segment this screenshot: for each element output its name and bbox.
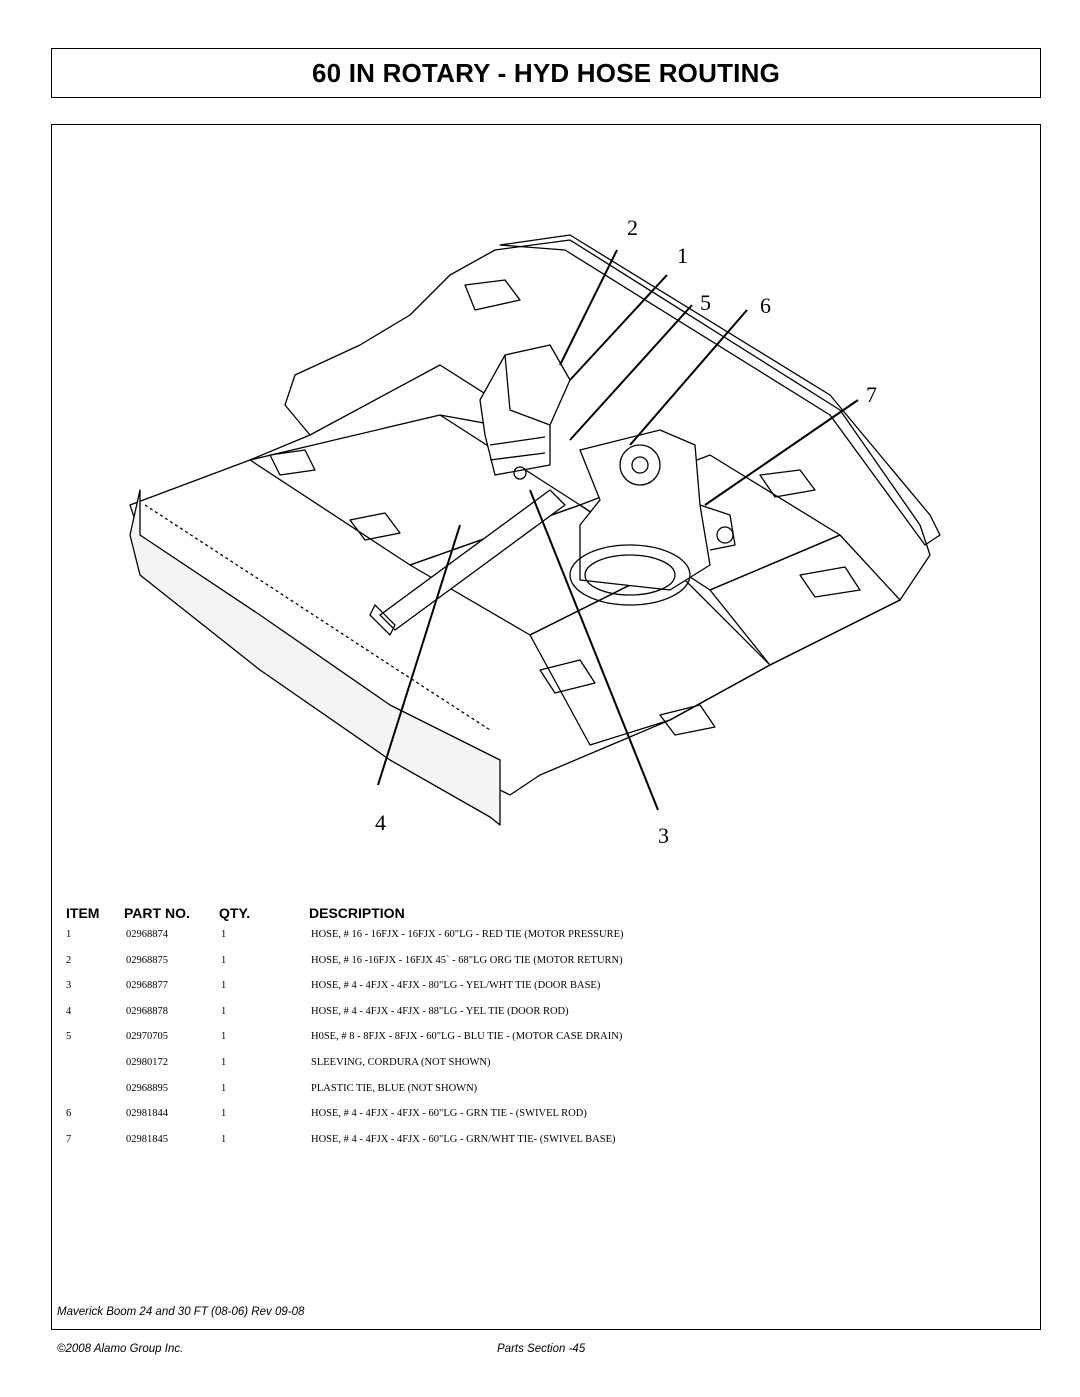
row-item: 4	[66, 1005, 72, 1017]
row-item: 5	[66, 1031, 72, 1043]
row-item: 6	[66, 1108, 72, 1120]
row-description: PLASTIC TIE, BLUE (NOT SHOWN)	[311, 1082, 478, 1094]
row-part-no: 02981844	[126, 1108, 168, 1120]
row-part-no: 02968878	[126, 1005, 168, 1017]
row-part-no: 02981845	[126, 1133, 168, 1145]
callout-5: 5	[700, 290, 711, 315]
table-row: 1 02968874 1 HOSE, # 16 - 16FJX - 16FJX …	[60, 925, 820, 951]
row-qty: 1	[221, 929, 227, 940]
row-description: SLEEVING, CORDURA (NOT SHOWN)	[311, 1056, 491, 1068]
vent	[464, 279, 521, 311]
callout-3: 3	[658, 823, 669, 848]
table-row: 7 02981845 1 HOSE, # 4 - 4FJX - 4FJX - 6…	[60, 1130, 820, 1156]
callout-2: 2	[627, 215, 638, 240]
parts-table: ITEM PART NO. QTY. DESCRIPTION 1 0296887…	[60, 905, 820, 1155]
title-box: 60 IN ROTARY - HYD HOSE ROUTING	[51, 48, 1041, 98]
row-description: H0SE, # 8 - 8FJX - 8FJX - 60"LG - BLU TI…	[311, 1031, 623, 1043]
page-number: Parts Section -45	[497, 1343, 586, 1355]
row-part-no: 02968877	[126, 980, 168, 992]
row-qty: 1	[221, 980, 227, 992]
callout-7: 7	[866, 382, 877, 407]
row-qty: 1	[221, 1082, 227, 1094]
row-item: 3	[66, 980, 72, 992]
table-row: 4 02968878 1 HOSE, # 4 - 4FJX - 4FJX - 8…	[60, 1002, 820, 1028]
row-part-no: 02968895	[126, 1082, 168, 1094]
header-description: DESCRIPTION	[309, 905, 405, 921]
copyright: ©2008 Alamo Group Inc.	[57, 1343, 184, 1355]
boom-arm	[379, 489, 566, 631]
table-row: 6 02981844 1 HOSE, # 4 - 4FJX - 4FJX - 6…	[60, 1104, 820, 1130]
table-header: ITEM PART NO. QTY. DESCRIPTION	[60, 905, 820, 925]
row-description: HOSE, # 16 -16FJX - 16FJX 45` - 68"LG OR…	[311, 954, 623, 966]
row-description: HOSE, # 4 - 4FJX - 4FJX - 88"LG - YEL TI…	[311, 1005, 569, 1017]
callout-labels: 2 1 5 6 7 4 3	[375, 215, 877, 848]
rear-rail	[499, 234, 941, 546]
table-row: 02980172 1 SLEEVING, CORDURA (NOT SHOWN)	[60, 1053, 820, 1079]
row-description: HOSE, # 4 - 4FJX - 4FJX - 60"LG - GRN/WH…	[311, 1133, 616, 1145]
table-row: 3 02968877 1 HOSE, # 4 - 4FJX - 4FJX - 8…	[60, 976, 820, 1002]
row-item: 7	[66, 1133, 72, 1145]
swivel-mount	[579, 429, 711, 591]
row-description: HOSE, # 4 - 4FJX - 4FJX - 80"LG - YEL/WH…	[311, 980, 601, 992]
row-part-no: 02970705	[126, 1031, 168, 1043]
row-qty: 1	[221, 1056, 227, 1068]
row-item: 2	[66, 954, 72, 966]
header-item: ITEM	[66, 905, 100, 921]
callout-4: 4	[375, 810, 386, 835]
table-row: 2 02968875 1 HOSE, # 16 -16FJX - 16FJX 4…	[60, 951, 820, 977]
content-box	[51, 124, 1041, 1330]
callout-6: 6	[760, 293, 771, 318]
front-flap	[129, 489, 501, 826]
page-title: 60 IN ROTARY - HYD HOSE ROUTING	[312, 57, 780, 88]
table-row: 5 02970705 1 H0SE, # 8 - 8FJX - 8FJX - 6…	[60, 1027, 820, 1053]
header-qty: QTY.	[219, 905, 251, 921]
row-description: HOSE, # 16 - 16FJX - 16FJX - 60"LG - RED…	[311, 929, 624, 940]
row-qty: 1	[221, 1133, 227, 1145]
row-item: 1	[66, 929, 72, 940]
row-part-no: 02968874	[126, 929, 168, 940]
row-part-no: 02968875	[126, 954, 168, 966]
header-part-no: PART NO.	[124, 905, 190, 921]
row-qty: 1	[221, 1031, 227, 1043]
table-row: 02968895 1 PLASTIC TIE, BLUE (NOT SHOWN)	[60, 1079, 820, 1105]
row-qty: 1	[221, 1108, 227, 1120]
document-revision: Maverick Boom 24 and 30 FT (08-06) Rev 0…	[57, 1306, 305, 1318]
row-part-no: 02980172	[126, 1056, 168, 1068]
row-qty: 1	[221, 1005, 227, 1017]
callout-1: 1	[677, 243, 688, 268]
mower-diagram: 2 1 5 6 7 4 3	[129, 215, 941, 848]
row-description: HOSE, # 4 - 4FJX - 4FJX - 60"LG - GRN TI…	[311, 1108, 587, 1120]
row-qty: 1	[221, 954, 227, 966]
